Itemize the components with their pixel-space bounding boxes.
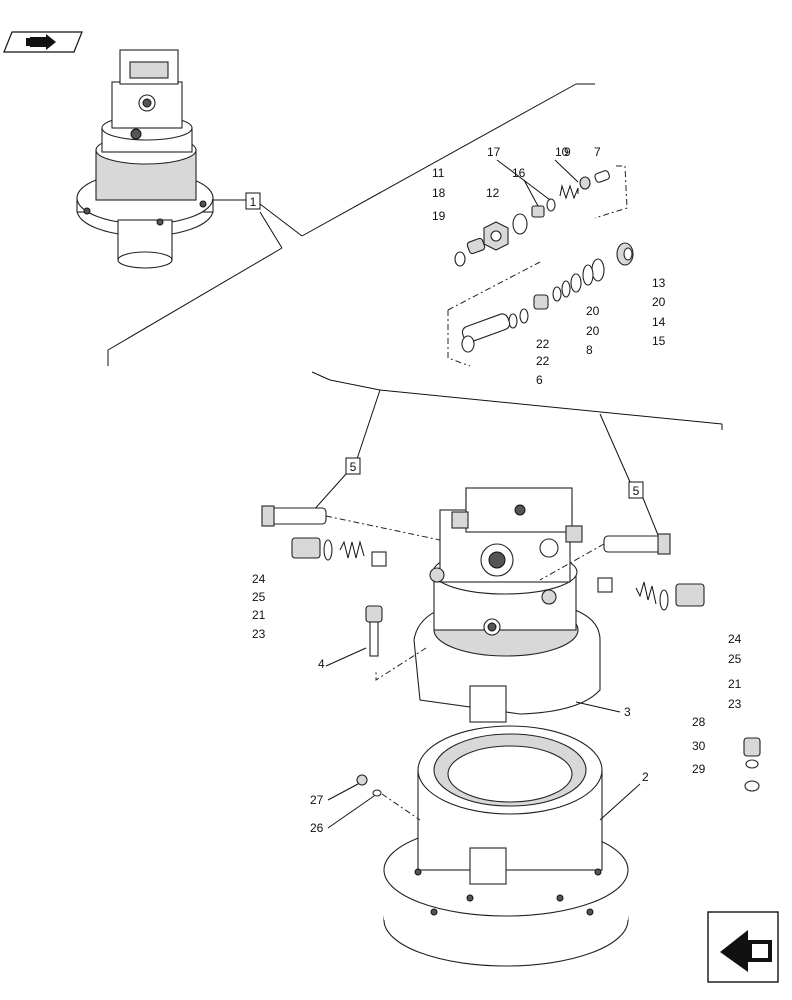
svg-text:21: 21 [728, 677, 742, 691]
right-relief-valve-parts [539, 533, 705, 611]
svg-text:7: 7 [594, 145, 601, 159]
svg-text:23: 23 [252, 627, 266, 641]
next-page-arrow-icon[interactable] [707, 911, 779, 983]
svg-text:16: 16 [512, 166, 526, 180]
svg-text:14: 14 [652, 315, 666, 329]
svg-text:24: 24 [252, 572, 266, 586]
part-labels: 10 17 9 7 11 16 18 12 19 13 20 14 15 20 … [252, 145, 742, 835]
svg-text:10: 10 [555, 145, 569, 159]
valve-exploded-group [447, 165, 634, 367]
motor-main-body [311, 371, 723, 723]
svg-text:20: 20 [586, 324, 600, 338]
svg-text:19: 19 [432, 209, 446, 223]
svg-text:28: 28 [692, 715, 706, 729]
svg-text:24: 24 [728, 632, 742, 646]
bolt-part-4 [365, 605, 383, 657]
svg-text:23: 23 [728, 697, 742, 711]
ring-gear-housing [356, 725, 629, 967]
svg-text:9: 9 [564, 145, 571, 159]
svg-text:12: 12 [486, 186, 500, 200]
svg-text:8: 8 [586, 343, 593, 357]
svg-text:22: 22 [536, 354, 550, 368]
svg-text:29: 29 [692, 762, 706, 776]
swing-motor-assembly-overview [76, 49, 214, 269]
svg-text:17: 17 [487, 145, 501, 159]
svg-text:4: 4 [318, 657, 325, 671]
svg-text:21: 21 [252, 608, 266, 622]
callout-1: 1 [107, 83, 595, 366]
svg-text:18: 18 [432, 186, 446, 200]
callout-5-right: 5 [628, 481, 661, 541]
svg-text:20: 20 [586, 304, 600, 318]
svg-text:11: 11 [432, 166, 445, 180]
svg-text:15: 15 [652, 334, 666, 348]
plug-parts-28-30-29 [743, 737, 761, 792]
book-arrow-icon[interactable] [3, 31, 83, 53]
svg-text:5: 5 [350, 460, 357, 474]
svg-text:3: 3 [624, 705, 631, 719]
svg-text:22: 22 [536, 337, 550, 351]
svg-text:27: 27 [310, 793, 324, 807]
svg-text:1: 1 [250, 195, 257, 209]
svg-text:5: 5 [633, 484, 640, 498]
svg-text:25: 25 [252, 590, 266, 604]
svg-text:26: 26 [310, 821, 324, 835]
callout-5-left: 5 [311, 457, 361, 513]
svg-text:2: 2 [642, 770, 649, 784]
svg-text:6: 6 [536, 373, 543, 387]
left-relief-valve-parts [261, 505, 441, 567]
svg-text:25: 25 [728, 652, 742, 666]
svg-text:30: 30 [692, 739, 706, 753]
svg-text:20: 20 [652, 295, 666, 309]
svg-text:13: 13 [652, 276, 666, 290]
